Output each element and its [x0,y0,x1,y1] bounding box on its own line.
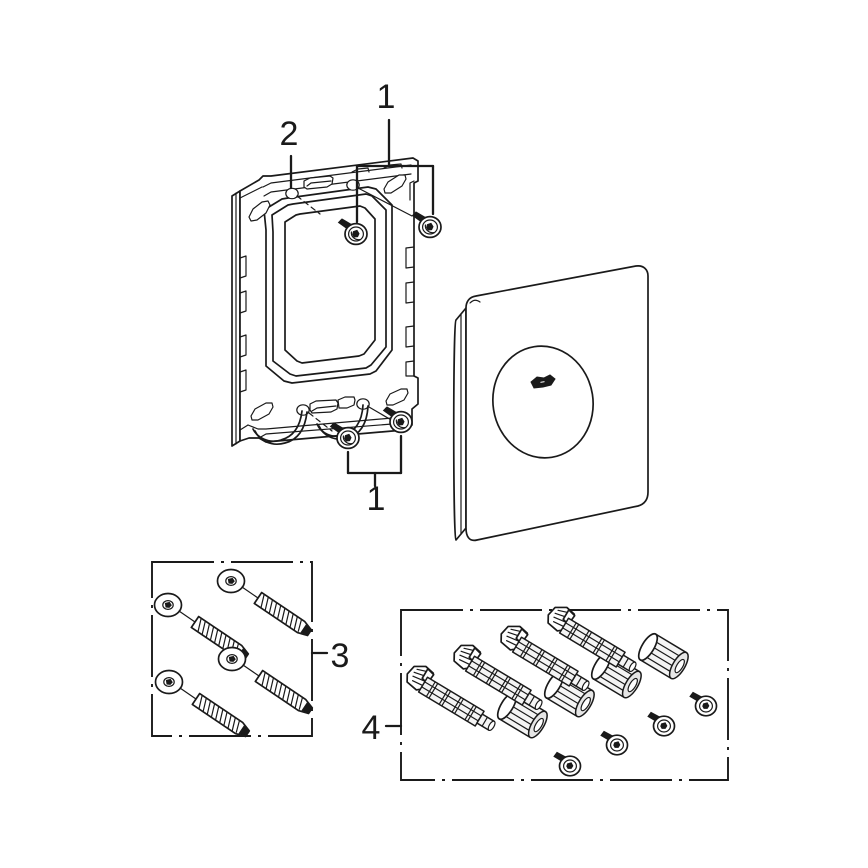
fixing-screws-group [296,187,442,450]
frame-top-flange [239,163,412,199]
callout-1-top: 1 [377,78,396,116]
callout-4: 4 [362,709,381,747]
frame-right-notches [405,180,415,377]
callout-3: 3 [331,637,350,675]
mounting-frame-assembly [231,157,419,447]
fixing-screw-top-right [411,211,442,239]
wall-anchor-set-box [400,600,729,781]
flush-button [491,345,595,459]
callout-leader-lines [289,118,435,728]
wood-screw-2 [216,568,314,639]
callout-1-bottom: 1 [367,480,386,518]
actuation-cover-plate [452,265,649,542]
frame-bottom-flange [239,396,406,439]
wood-screw-3 [154,669,252,740]
anchor-assembly-2 [448,638,629,756]
anchor-assembly-1 [401,659,582,777]
frame-window-opening [284,205,376,364]
anchor-assembly-3 [495,619,676,737]
frame-left-notches [239,255,247,393]
frame-left-side-face [231,190,241,447]
wood-screw-set-box [151,561,315,740]
frame-oblong-slots [248,174,409,421]
callout-numbers: 1 2 1 3 4 [280,78,396,747]
anchor-assembly-4 [542,600,718,717]
wood-screw-4 [217,646,315,717]
callout-2: 2 [280,115,299,153]
